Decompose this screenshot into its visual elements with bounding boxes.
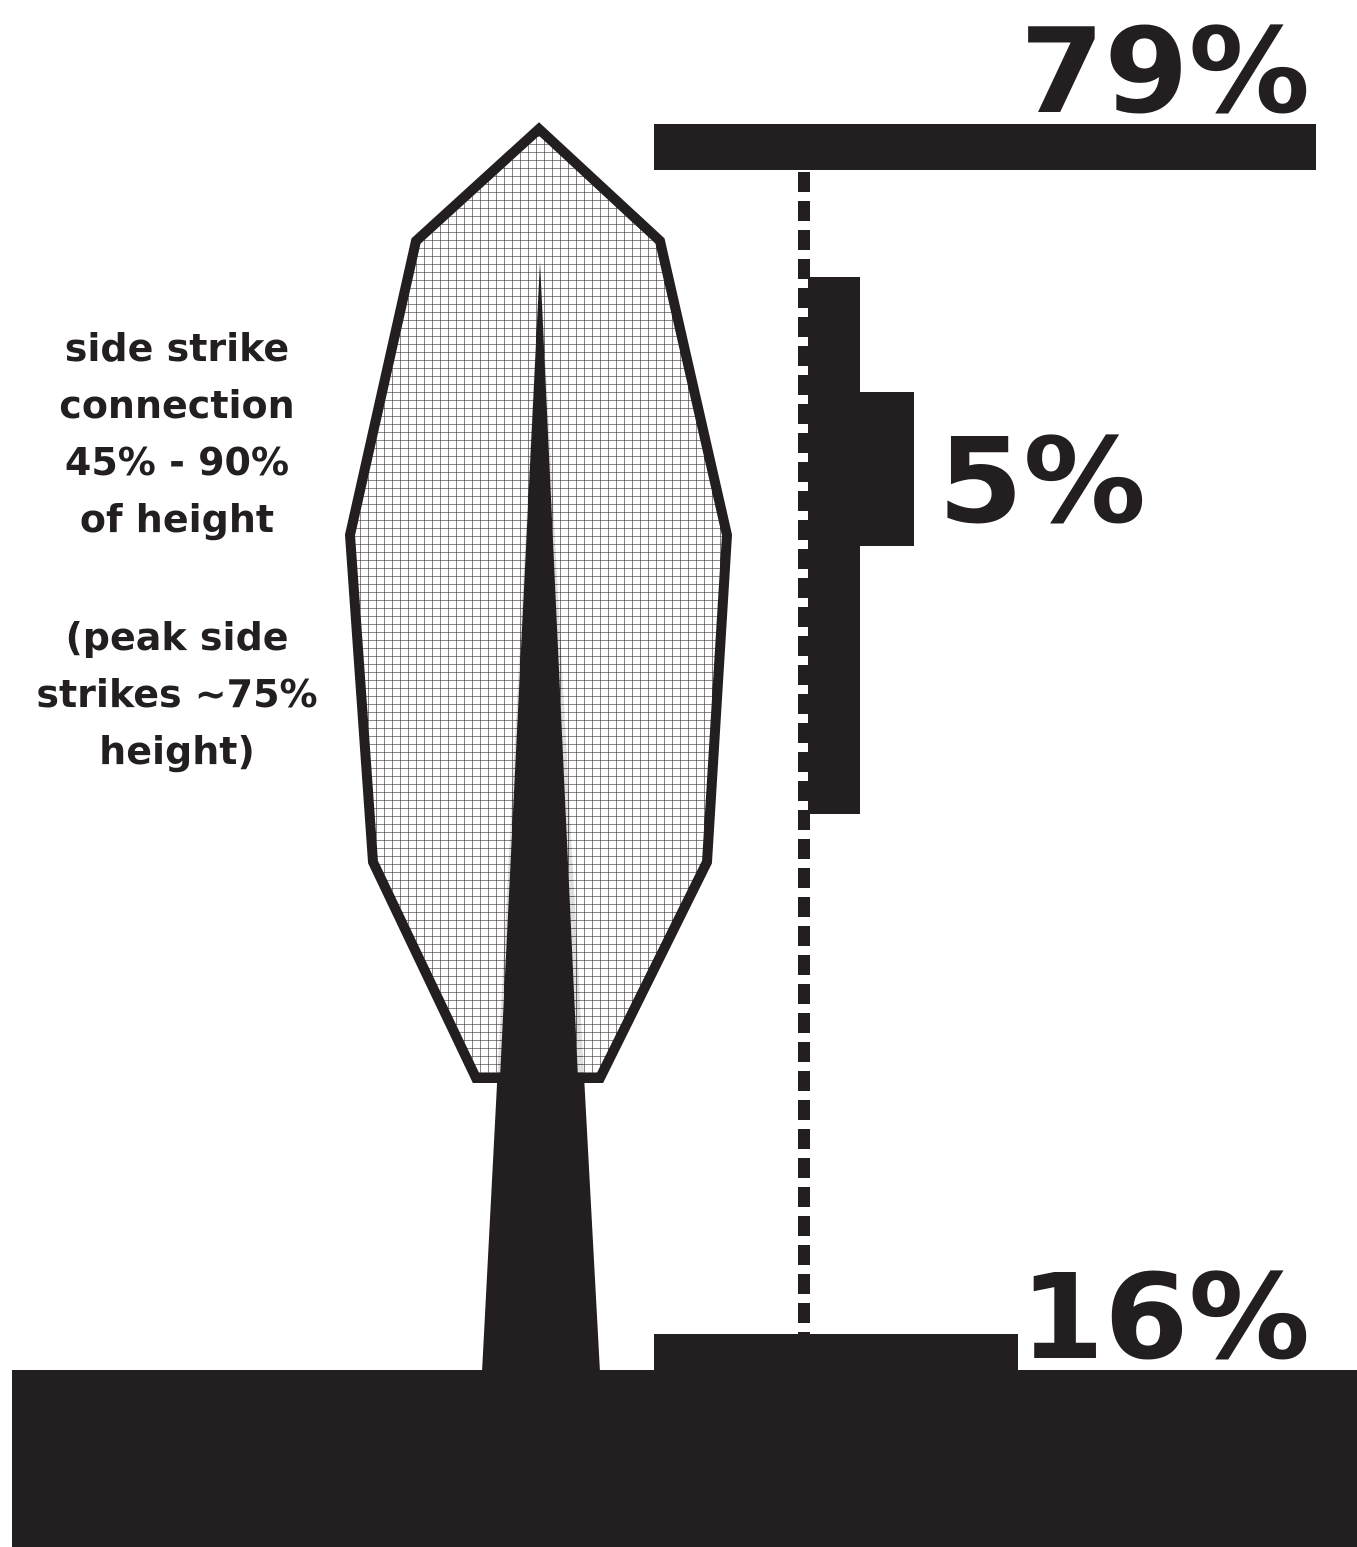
note-line: strikes ~75% [36,672,317,716]
side-strike-note: side strike connection 45% - 90% of heig… [36,326,317,773]
note-line: side strike [65,326,289,370]
bottom-percent-label: 16% [1020,1248,1310,1386]
note-line: connection [59,383,294,427]
ground [12,1370,1357,1547]
note-line: 45% - 90% [65,440,289,484]
bottom-bar [654,1334,1018,1372]
middle-band-tab [808,392,914,546]
note-line: height) [99,729,255,773]
note-line: (peak side [65,615,288,659]
top-percent-label: 79% [1020,2,1310,140]
middle-percent-label: 5% [938,412,1146,550]
note-line: of height [80,497,274,541]
